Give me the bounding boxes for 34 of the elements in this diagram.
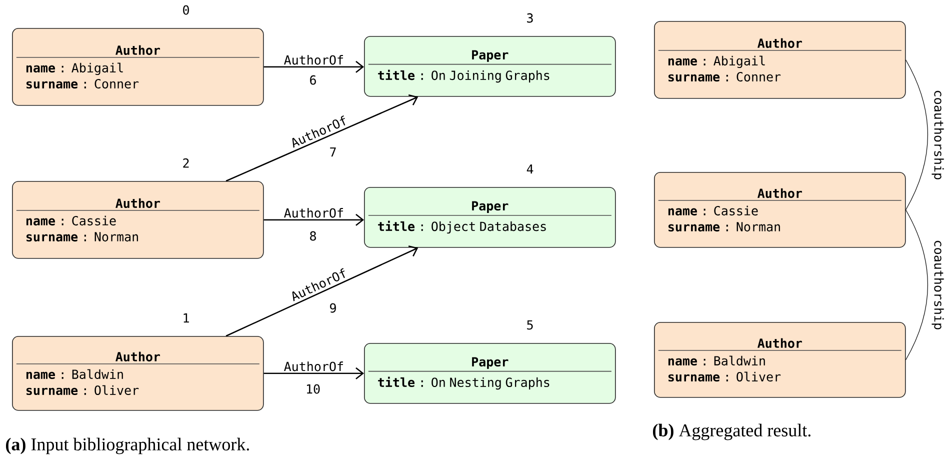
node-number: 2 bbox=[183, 158, 189, 168]
node-number: 1 bbox=[184, 313, 189, 323]
edge-label: coauthorship bbox=[930, 238, 945, 332]
caption: (a) Input bibliographical network. bbox=[6, 438, 249, 454]
paper-box: Paper title : On Joining Graphs bbox=[364, 36, 616, 97]
author-box: Author name : Cassie surname : Norman bbox=[654, 172, 906, 248]
node-number: 0 bbox=[183, 5, 189, 15]
edge-label: AuthorOf bbox=[282, 207, 346, 219]
paper-box: Paper title : Object Databases bbox=[364, 187, 616, 248]
node-number: 5 bbox=[527, 320, 533, 330]
edge-number: 7 bbox=[330, 147, 336, 157]
arrow bbox=[226, 246, 418, 337]
paper-box: Paper title : On Nesting Graphs bbox=[364, 343, 616, 404]
author-box: Author name : Abigail surname : Conner bbox=[12, 28, 264, 106]
node-number: 3 bbox=[527, 13, 533, 23]
edge-number: 8 bbox=[310, 231, 316, 241]
edge-number: 9 bbox=[330, 303, 336, 313]
connector-line bbox=[906, 210, 928, 360]
arrow bbox=[264, 214, 364, 226]
author-box: Author name : Abigail surname : Conner bbox=[654, 21, 906, 99]
edge-label: AuthorOf bbox=[282, 360, 346, 372]
author-box: Author name : Cassie surname : Norman bbox=[12, 181, 264, 259]
author-box: Author name : Baldwin surname : Oliver bbox=[654, 322, 906, 398]
edge-label: coauthorship bbox=[930, 88, 945, 182]
node-number: 4 bbox=[526, 164, 534, 174]
arrow bbox=[264, 367, 364, 380]
edge-number: 10 bbox=[307, 384, 320, 394]
author-box: Author name : Baldwin surname : Oliver bbox=[12, 336, 264, 411]
connector-line bbox=[906, 60, 928, 210]
edge-label: AuthorOf bbox=[282, 54, 346, 66]
arrow bbox=[226, 94, 418, 182]
arrow bbox=[264, 60, 364, 73]
caption: (b) Aggregated result. bbox=[653, 424, 810, 440]
edge-number: 6 bbox=[310, 75, 316, 85]
